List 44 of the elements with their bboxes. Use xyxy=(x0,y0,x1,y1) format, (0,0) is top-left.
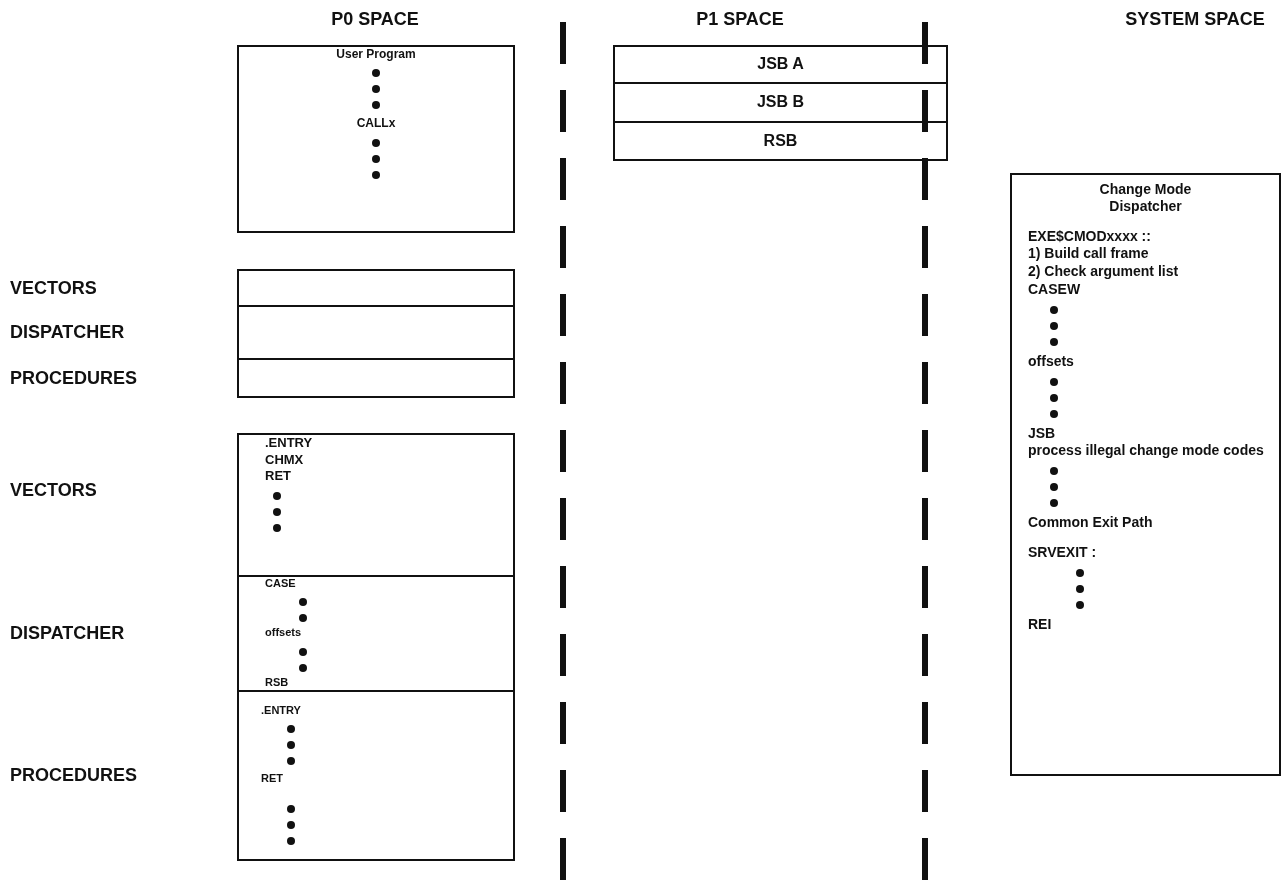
code-text: RSB xyxy=(763,130,798,151)
section-label: VECTORS xyxy=(10,277,97,300)
memory-box xyxy=(1010,173,1281,776)
code-text: RET xyxy=(261,772,283,786)
column-heading: P0 SPACE xyxy=(330,8,420,31)
memory-box xyxy=(237,433,515,577)
code-text: RSB xyxy=(265,675,289,689)
memory-box xyxy=(237,690,515,861)
memory-box xyxy=(237,575,515,692)
code-text: CHMX xyxy=(265,451,304,468)
memory-box xyxy=(613,121,948,161)
code-text: SRVEXIT : xyxy=(1028,543,1097,561)
code-text: CALLx xyxy=(356,116,396,131)
code-text: 2) Check argument list xyxy=(1028,263,1180,280)
code-text: 1) Build call frame xyxy=(1028,245,1149,263)
memory-box xyxy=(237,269,515,307)
code-text: EXE$CMODxxxx :: xyxy=(1028,227,1151,245)
section-label: VECTORS xyxy=(10,479,97,502)
code-text: Common Exit Path xyxy=(1028,514,1153,531)
memory-box xyxy=(237,305,515,360)
box-heading: Change Mode Dispatcher xyxy=(1098,181,1193,215)
section-label: PROCEDURES xyxy=(10,367,138,390)
code-text: JSB A xyxy=(757,54,804,74)
memory-box xyxy=(613,45,948,84)
section-label: PROCEDURES xyxy=(10,764,138,787)
code-text: User Program xyxy=(336,47,416,62)
section-label: DISPATCHER xyxy=(10,321,125,344)
code-text: .ENTRY xyxy=(261,704,301,718)
code-text: process illegal change mode codes xyxy=(1028,442,1265,460)
column-heading: SYSTEM SPACE xyxy=(1124,8,1266,31)
code-text: RET xyxy=(265,468,291,484)
memory-box xyxy=(613,82,948,123)
code-text: JSB xyxy=(1028,424,1056,442)
code-text: CASE xyxy=(265,577,296,591)
memory-box xyxy=(237,45,515,233)
section-label: DISPATCHER xyxy=(10,622,125,645)
code-text: JSB B xyxy=(756,92,805,112)
code-text: REI xyxy=(1028,615,1052,633)
memory-box xyxy=(237,358,515,398)
code-text: offsets xyxy=(1028,352,1074,370)
code-text: offsets xyxy=(265,626,302,640)
code-text: .ENTRY xyxy=(265,435,313,451)
code-text: CASEW xyxy=(1028,281,1081,298)
column-heading: P1 SPACE xyxy=(695,8,785,31)
